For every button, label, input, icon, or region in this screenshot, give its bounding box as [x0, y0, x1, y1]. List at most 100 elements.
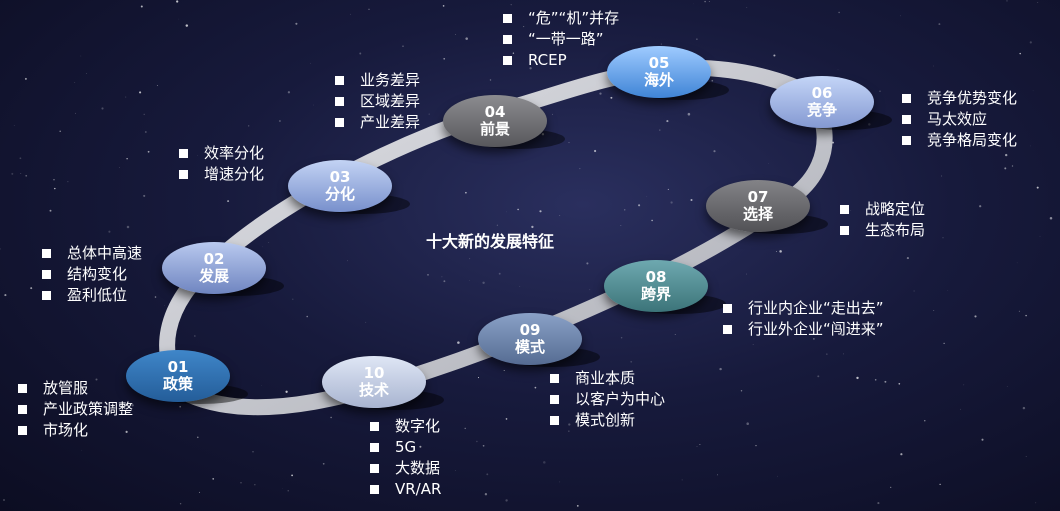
star: [1029, 41, 1032, 44]
node-08-crossover[interactable]: 08 跨界: [604, 260, 708, 312]
star: [322, 462, 325, 465]
star: [1025, 456, 1027, 458]
star: [248, 125, 250, 127]
star: [310, 62, 311, 64]
star: [30, 287, 33, 290]
star: [144, 131, 147, 133]
node-03-items: 效率分化 增速分化: [179, 143, 264, 185]
star: [194, 335, 196, 337]
node-number: 09: [519, 320, 541, 339]
star: [381, 127, 383, 129]
star: [262, 246, 264, 248]
star: [285, 390, 288, 393]
node-07-items: 战略定位 生态布局: [840, 199, 925, 241]
list-item: 行业外企业“闯进来”: [723, 319, 884, 340]
star: [630, 360, 633, 363]
star: [1030, 145, 1032, 147]
star: [552, 113, 554, 115]
star: [939, 483, 941, 486]
star: [212, 478, 215, 480]
star: [913, 290, 915, 292]
star: [746, 7, 748, 8]
node-label: 政策: [162, 375, 193, 393]
star: [476, 440, 478, 443]
node-label: 跨界: [640, 285, 671, 303]
star: [44, 401, 48, 404]
list-item: 放管服: [18, 378, 133, 399]
star: [252, 451, 254, 453]
star: [86, 73, 87, 74]
node-label: 发展: [198, 267, 229, 285]
star: [576, 505, 579, 507]
star: [890, 486, 892, 489]
star: [942, 237, 944, 239]
star: [503, 370, 505, 371]
star: [185, 24, 189, 27]
star: [496, 224, 499, 226]
star: [947, 290, 949, 291]
star: [862, 313, 865, 315]
node-06-competition[interactable]: 06 竞争: [770, 76, 874, 128]
node-01-items: 放管服 产业政策调整 市场化: [18, 378, 133, 441]
node-09-model[interactable]: 09 模式: [478, 313, 582, 365]
square-bullet-icon: [550, 416, 559, 425]
star: [268, 242, 270, 243]
star: [74, 82, 76, 83]
star: [410, 127, 412, 129]
star: [813, 338, 815, 340]
star: [80, 55, 82, 57]
star: [1004, 167, 1007, 170]
star: [610, 96, 613, 99]
star: [559, 215, 561, 216]
list-item: VR/AR: [370, 479, 441, 500]
list-item: 竞争格局变化: [902, 130, 1017, 151]
star: [704, 0, 706, 3]
square-bullet-icon: [902, 115, 911, 124]
star: [960, 99, 964, 103]
star: [240, 482, 242, 484]
star: [924, 420, 926, 422]
star: [594, 149, 597, 153]
list-item: 生态布局: [840, 220, 925, 241]
list-item: 战略定位: [840, 199, 925, 220]
star: [454, 470, 456, 471]
star: [531, 225, 534, 229]
square-bullet-icon: [723, 304, 732, 313]
star: [164, 305, 166, 307]
node-01-policy[interactable]: 01 政策: [126, 350, 230, 402]
node-02-development[interactable]: 02 发展: [162, 242, 266, 294]
node-label: 分化: [324, 185, 355, 203]
star: [711, 79, 714, 82]
star: [486, 473, 489, 476]
star: [519, 286, 521, 287]
star: [455, 33, 457, 35]
node-03-divergence[interactable]: 03 分化: [288, 160, 392, 212]
star: [884, 380, 887, 383]
star: [261, 385, 263, 386]
star: [529, 67, 532, 70]
star: [1006, 0, 1008, 2]
node-number: 10: [363, 363, 385, 382]
star: [838, 11, 840, 14]
star: [236, 178, 238, 180]
square-bullet-icon: [18, 405, 27, 414]
star: [837, 69, 839, 71]
node-07-choice[interactable]: 07 选择: [706, 180, 810, 232]
star: [143, 194, 146, 197]
node-label: 技术: [358, 381, 389, 399]
star: [568, 430, 570, 432]
square-bullet-icon: [902, 94, 911, 103]
square-bullet-icon: [840, 205, 849, 214]
square-bullet-icon: [370, 485, 379, 494]
node-04-prospect[interactable]: 04 前景: [443, 95, 547, 147]
node-10-technology[interactable]: 10 技术: [322, 356, 426, 408]
star: [666, 120, 669, 123]
node-05-overseas[interactable]: 05 海外: [607, 46, 711, 98]
square-bullet-icon: [503, 35, 512, 44]
star: [1006, 386, 1008, 387]
star: [963, 384, 965, 386]
star: [534, 386, 537, 389]
list-item: 数字化: [370, 416, 441, 437]
star: [918, 210, 921, 213]
